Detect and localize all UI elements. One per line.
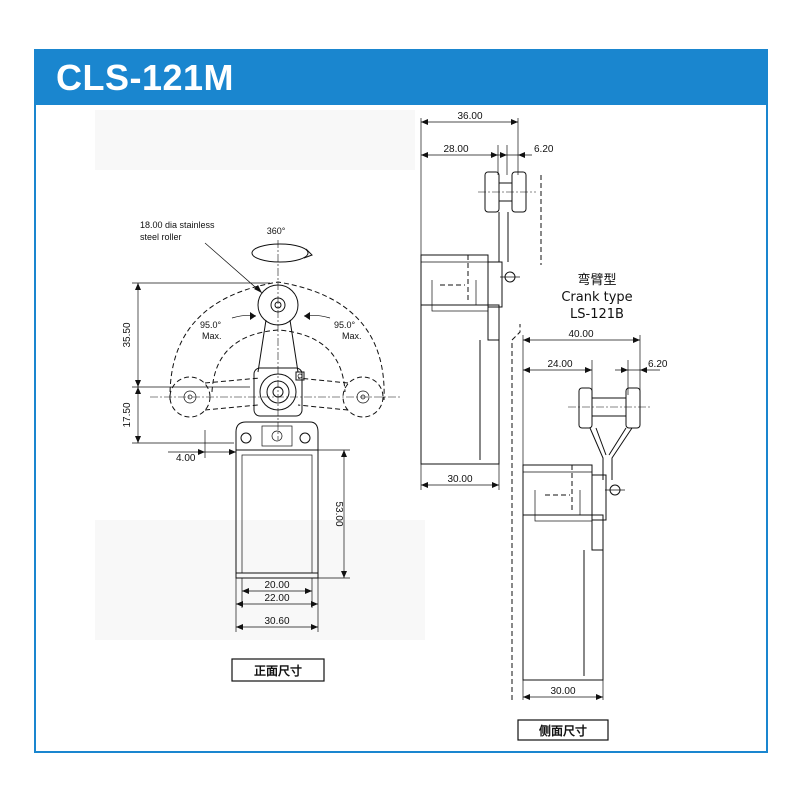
dim-22-00: 22.00 — [264, 593, 289, 604]
dim-6-20-top: 6.20 — [534, 144, 554, 155]
crank-roller-left — [578, 387, 593, 429]
side-head — [420, 254, 489, 306]
side-view-label-box — [517, 719, 609, 741]
side-view-crank: 40.00 24.00 6.20 30.00 — [511, 324, 668, 741]
rotation-arrow — [251, 243, 309, 263]
dim-6-20-bottom: 6.20 — [648, 359, 668, 370]
crank-name-en: Crank type — [561, 290, 632, 305]
page-title: CLS-121M — [56, 57, 235, 98]
dim-28-00-top: 28.00 — [443, 144, 468, 155]
side-view-label: 侧面尺寸 — [539, 723, 587, 738]
lever-arm — [257, 319, 299, 373]
dim-20-00: 20.00 — [264, 580, 289, 591]
dim-30-00-top: 30.00 — [447, 474, 472, 485]
inner-swing-arc — [211, 329, 346, 393]
side-view-straight: 36.00 28.00 6.20 30.00 — [420, 111, 554, 490]
dim-4-00: 4.00 — [176, 453, 196, 464]
dim-24-00: 24.00 — [547, 359, 572, 370]
roller-right-position — [342, 376, 384, 418]
crank-model: LS-121B — [570, 307, 624, 322]
svg-text:Max.: Max. — [202, 331, 222, 341]
svg-text:Max.: Max. — [342, 331, 362, 341]
front-view-label: 正面尺寸 — [254, 663, 302, 678]
dim-35-50: 35.50 — [122, 322, 133, 347]
crank-name-cn: 弯臂型 — [577, 272, 616, 288]
dim-30-60: 30.60 — [264, 616, 289, 627]
front-view-label-box — [231, 658, 325, 682]
roller-note-leader — [204, 242, 263, 294]
dim-40-00: 40.00 — [568, 329, 593, 340]
roller-note-line2: steel roller — [140, 232, 182, 242]
dim-36-00: 36.00 — [457, 111, 482, 122]
roller-note-line1: 18.00 dia stainless — [140, 220, 215, 230]
angle-right-label: 95.0° — [334, 320, 356, 330]
front-view: 360° 18.00 dia stainless steel roller 95… — [122, 220, 400, 682]
background-ghost — [95, 110, 425, 640]
dim-53-00: 53.00 — [333, 501, 344, 526]
angle-left-label: 95.0° — [200, 320, 222, 330]
rotation-label: 360° — [267, 226, 286, 236]
side-body — [420, 304, 500, 465]
dim-30-00-bottom: 30.00 — [550, 686, 575, 697]
mounting-flange — [235, 421, 319, 451]
crank-type-label: 弯臂型 Crank type LS-121B — [561, 272, 632, 322]
roller-top — [257, 284, 299, 326]
crank-side-body — [522, 514, 604, 681]
dim-17-50: 17.50 — [122, 402, 133, 427]
swing-arc — [169, 281, 385, 401]
crank-side-head — [522, 464, 593, 516]
header-bar — [34, 49, 768, 105]
switch-body — [235, 449, 319, 579]
